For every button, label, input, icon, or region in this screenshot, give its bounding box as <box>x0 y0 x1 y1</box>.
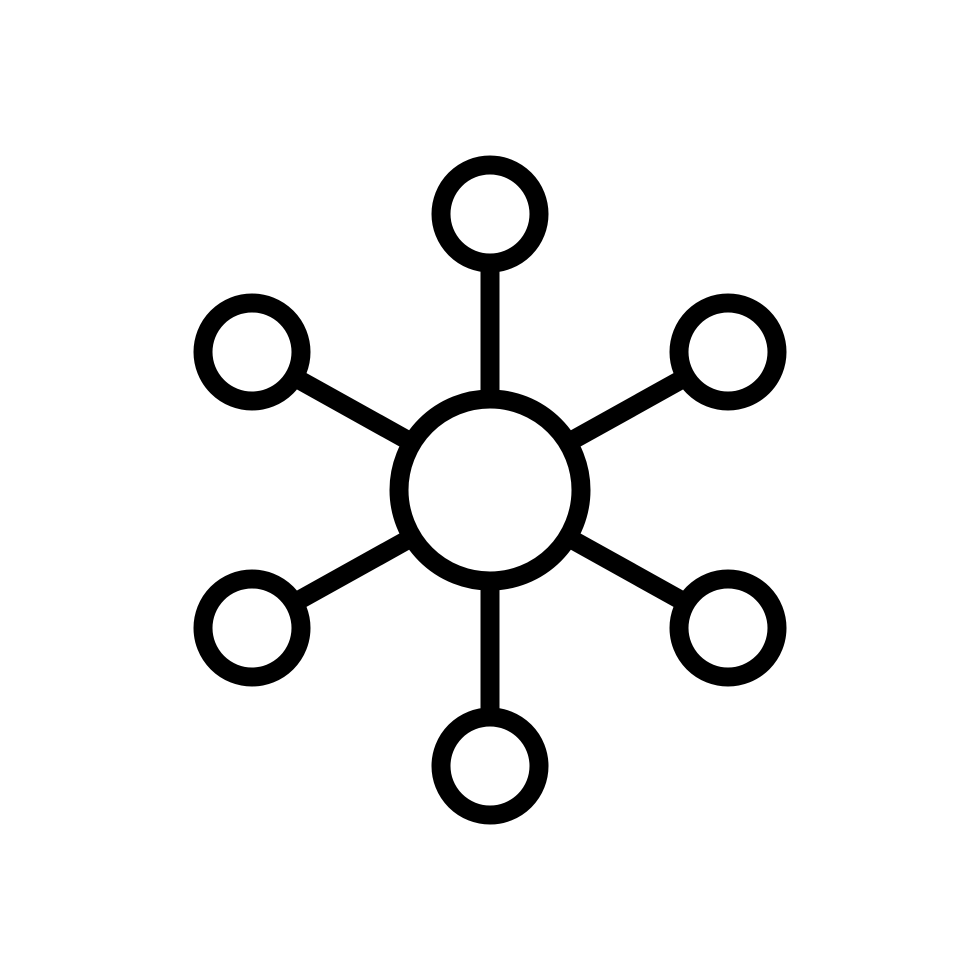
satellite-node-lower-left <box>193 569 311 687</box>
hub-node <box>389 389 591 591</box>
satellite-node-top <box>431 155 549 273</box>
satellite-node-lower-right <box>669 569 787 687</box>
satellite-node-bottom <box>431 707 549 825</box>
spoke-lower-right <box>566 530 691 612</box>
spoke-upper-left <box>289 368 414 450</box>
satellite-node-upper-right <box>669 293 787 411</box>
satellite-node-upper-left <box>193 293 311 411</box>
spoke-lower-left <box>289 530 414 612</box>
spoke-upper-right <box>566 368 691 450</box>
